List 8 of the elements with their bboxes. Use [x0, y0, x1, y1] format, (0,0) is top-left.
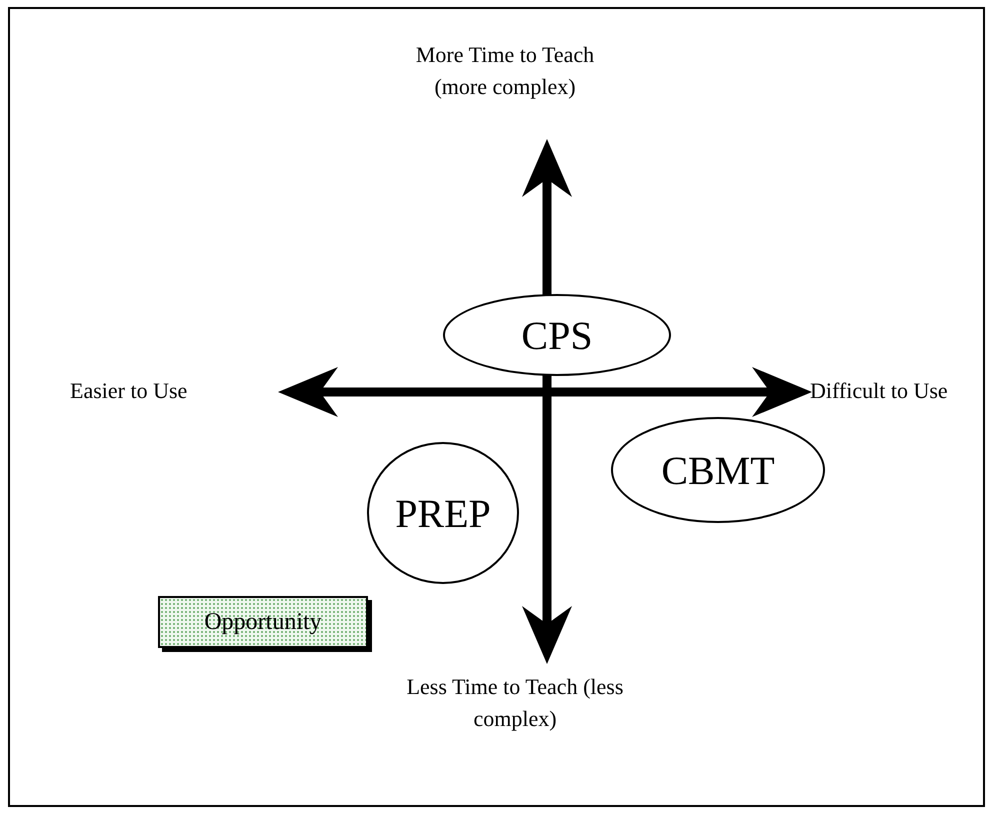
- axis-label: Easier to Use: [70, 377, 188, 405]
- node-label: PREP: [395, 490, 491, 536]
- node-label: CPS: [521, 312, 593, 358]
- axis-label: More Time to Teach (more complex): [414, 41, 596, 101]
- axis-label: Less Time to Teach (less complex): [406, 673, 624, 733]
- node-label: Opportunity: [204, 608, 322, 636]
- node-label: CBMT: [661, 446, 775, 494]
- axis-label: Difficult to Use: [810, 377, 949, 405]
